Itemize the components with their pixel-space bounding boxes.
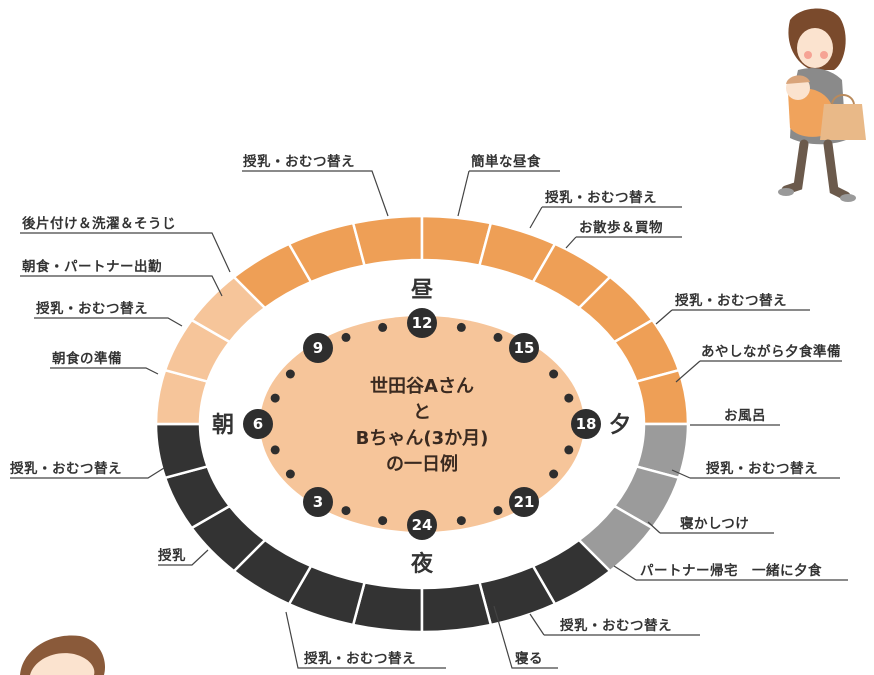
hour-badge-21: 21 [509,487,539,517]
hour-badge-15: 15 [509,333,539,363]
hour-dot-17 [564,393,574,403]
svg-text:6: 6 [253,415,263,433]
svg-text:15: 15 [514,339,535,357]
hour-dot-2 [341,506,351,516]
hour-dot-22 [493,506,503,516]
hour-badge-6: 6 [243,409,273,439]
hour-dots [270,322,574,526]
schedule-label-7: 授乳・おむつ替え [36,300,148,317]
hour-dot-14 [493,332,503,342]
hour-dot-19 [564,445,574,455]
hour-dot-8 [285,369,295,379]
hour-dot-23 [456,516,466,526]
schedule-label-18: 授乳・おむつ替え [304,650,416,667]
svg-text:21: 21 [514,493,535,511]
label-evening: 夕 [609,412,631,438]
schedule-label-19: 寝る [515,650,543,667]
mother-baby-illustration [778,8,866,202]
svg-text:9: 9 [313,339,323,357]
schedule-label-6: 朝食・パートナー出勤 [22,258,162,275]
schedule-label-14: 寝かしつけ [680,515,749,532]
hour-badge-3: 3 [303,487,333,517]
schedule-label-11: お風呂 [724,408,766,424]
schedule-label-5: 後片付け＆洗濯＆そうじ [22,215,176,232]
schedule-label-2: 簡単な昼食 [471,153,541,170]
schedule-label-17: 授乳・おむつ替え [560,617,672,634]
label-night: 夜 [410,551,434,577]
schedule-label-15: 授乳 [158,547,186,564]
partial-character-illustration [20,635,105,675]
leader-lines [10,170,848,669]
schedule-label-12: 授乳・おむつ替え [706,460,818,477]
ring-segment-hour-5 [154,422,210,480]
hour-badge-12: 12 [407,308,437,338]
svg-text:24: 24 [412,516,433,534]
hour-dot-4 [285,469,295,479]
hour-badge-9: 9 [303,333,333,363]
center-title-2: と [413,402,431,423]
schedule-label-8: 朝食の準備 [52,350,122,367]
ring-segment-hour-11 [351,214,424,268]
schedule-label-9: 授乳・おむつ替え [675,292,787,309]
center-title-3: Bちゃん(3か月) [356,428,489,449]
hour-dot-7 [270,393,280,403]
hour-badge-24: 24 [407,510,437,540]
hour-dot-16 [549,369,559,379]
schedule-label-4: お散歩＆買物 [579,219,663,236]
label-morning: 朝 [212,412,234,438]
hour-dot-20 [549,469,559,479]
svg-text:18: 18 [576,415,597,433]
center-title-4: の一日例 [386,453,458,475]
ring-segment-hour-23 [420,580,493,634]
svg-text:3: 3 [313,493,323,511]
hour-dot-1 [378,516,388,526]
label-noon: 昼 [411,278,434,303]
hour-dot-11 [378,322,388,332]
hour-dot-5 [270,445,280,455]
schedule-label-3: 授乳・おむつ替え [545,189,657,206]
svg-text:12: 12 [412,314,433,332]
schedule-label-16: パートナー帰宅 一緒に夕食 [640,562,822,579]
center-title-1: 世田谷Aさん [370,376,474,397]
hour-badge-18: 18 [571,409,601,439]
time-ring [154,214,690,634]
hour-dot-10 [341,332,351,342]
schedule-label-13: 授乳・おむつ替え [10,460,122,477]
schedule-label-1: 授乳・おむつ替え [243,153,355,170]
schedule-label-10: あやしながら夕食準備 [701,343,841,360]
center-ellipse [260,316,584,532]
hour-dot-13 [456,322,466,332]
